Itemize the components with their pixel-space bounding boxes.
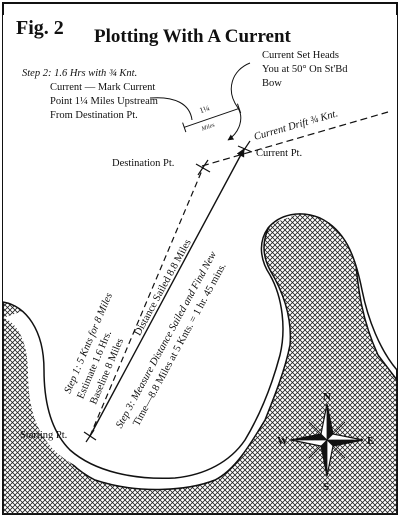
current-point-mark (237, 140, 253, 157)
step2-note: Step 2: 1.6 Hrs with ¾ Knt. Current — Ma… (22, 68, 158, 121)
coastline-left (3, 208, 397, 514)
current-set-note: Current Set Heads You at 50° On St'Bd Bo… (262, 50, 348, 89)
starting-label: Starting Pt. (20, 430, 67, 441)
starting-point-mark (83, 429, 97, 443)
current-set-leader (227, 62, 251, 141)
destination-mark (195, 159, 211, 176)
step2-leader (149, 97, 193, 121)
current-point-label: Current Pt. (256, 148, 302, 159)
figure-title: Plotting With A Current (94, 26, 292, 47)
svg-text:Point 1¼ Miles Upstream: Point 1¼ Miles Upstream (50, 96, 158, 107)
offset-bracket: 1¼ Miles (182, 103, 242, 133)
compass-rose: N E S W (277, 391, 374, 493)
water-body (3, 15, 397, 479)
svg-text:Current — Mark Current: Current — Mark Current (50, 82, 155, 93)
compass-east: E (367, 435, 374, 447)
compass-west: W (277, 435, 288, 447)
compass-north: N (323, 391, 331, 403)
course-line (89, 148, 245, 437)
svg-text:Step 2: 1.6 Hrs with ¾ Knt.: Step 2: 1.6 Hrs with ¾ Knt. (22, 68, 137, 79)
svg-text:1¼: 1¼ (198, 103, 210, 115)
svg-text:From Destination Pt.: From Destination Pt. (50, 110, 138, 121)
baseline-course (89, 167, 204, 437)
figure-label: Fig. 2 (16, 17, 64, 39)
svg-text:Current Set Heads: Current Set Heads (262, 50, 339, 61)
shore-outline (2, 213, 398, 480)
compass-south: S (323, 481, 329, 493)
svg-text:Miles: Miles (200, 122, 216, 133)
destination-label: Destination Pt. (112, 158, 174, 169)
svg-text:You at 50° On St'Bd: You at 50° On St'Bd (262, 64, 348, 75)
svg-text:Bow: Bow (262, 78, 282, 89)
